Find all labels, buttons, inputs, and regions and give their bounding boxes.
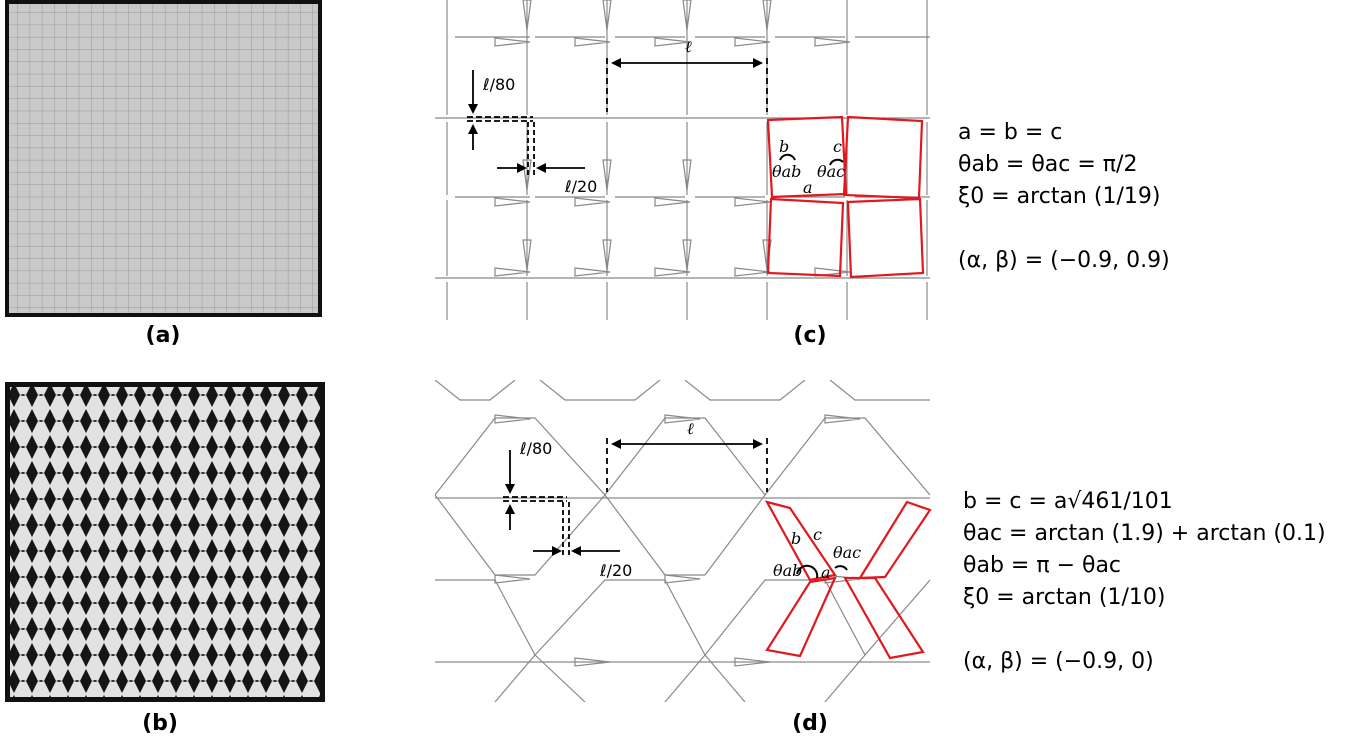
- caption-c: (c): [793, 323, 827, 348]
- label-theta-ac-d: θac: [833, 543, 861, 562]
- caption-a: (a): [145, 323, 181, 348]
- label-l-d: ℓ: [687, 419, 694, 438]
- equation-c-gap: [958, 213, 1170, 245]
- equation-d-gap: [963, 614, 1326, 646]
- label-theta-ab-c: θab: [772, 162, 801, 181]
- square-lattice: [435, 0, 930, 320]
- label-a-d: a: [821, 563, 831, 582]
- label-b-d: b: [791, 529, 801, 548]
- caption-b: (b): [142, 711, 178, 736]
- diagram-d: ℓ ℓ/80 ℓ/20 b c a θab θac: [434, 379, 940, 703]
- equations-d: b = c = a√461/101 θac = arctan (1.9) + a…: [963, 486, 1326, 678]
- equation-c-1: a = b = c: [958, 120, 1063, 145]
- equation-c-3: ξ0 = arctan (1/19): [958, 184, 1161, 209]
- dimension-arrows-d: [503, 438, 848, 579]
- photo-b-rhombic-lattice: [5, 382, 325, 702]
- diagram-c: ℓ ℓ/80 ℓ/20 b c a θab θac: [435, 0, 940, 320]
- dimension-arrows-c: [467, 58, 844, 175]
- label-c-c: c: [833, 137, 842, 156]
- label-l-c: ℓ: [685, 37, 692, 56]
- photo-a-square-lattice: [5, 0, 322, 317]
- diagram-c-svg: ℓ ℓ/80 ℓ/20 b c a θab θac: [435, 0, 930, 320]
- equation-d-2: θac = arctan (1.9) + arctan (0.1): [963, 521, 1326, 546]
- highlight-cells-d: [764, 500, 932, 660]
- caption-d: (d): [792, 711, 828, 736]
- diagram-d-svg: ℓ ℓ/80 ℓ/20 b c a θab θac: [434, 379, 932, 703]
- equation-d-4: ξ0 = arctan (1/10): [963, 585, 1166, 610]
- equation-d-3: θab = π − θac: [963, 553, 1122, 578]
- label-theta-ab-d: θab: [773, 561, 802, 580]
- label-l20-d: ℓ/20: [599, 561, 632, 580]
- equation-c-5: (α, β) = (−0.9, 0.9): [958, 248, 1170, 273]
- highlight-cells-c: [766, 115, 925, 279]
- label-l80-c: ℓ/80: [482, 75, 515, 94]
- rhombic-lattice: [434, 379, 931, 703]
- equation-d-6: (α, β) = (−0.9, 0): [963, 649, 1154, 674]
- equation-c-2: θab = θac = π/2: [958, 152, 1138, 177]
- label-b-c: b: [779, 137, 789, 156]
- label-a-c: a: [803, 178, 813, 197]
- equations-c: a = b = c θab = θac = π/2 ξ0 = arctan (1…: [958, 117, 1170, 277]
- label-l80-d: ℓ/80: [519, 439, 552, 458]
- label-c-d: c: [813, 525, 822, 544]
- label-l20-c: ℓ/20: [564, 177, 597, 196]
- label-theta-ac-c: θac: [817, 162, 845, 181]
- equation-d-1: b = c = a√461/101: [963, 489, 1173, 514]
